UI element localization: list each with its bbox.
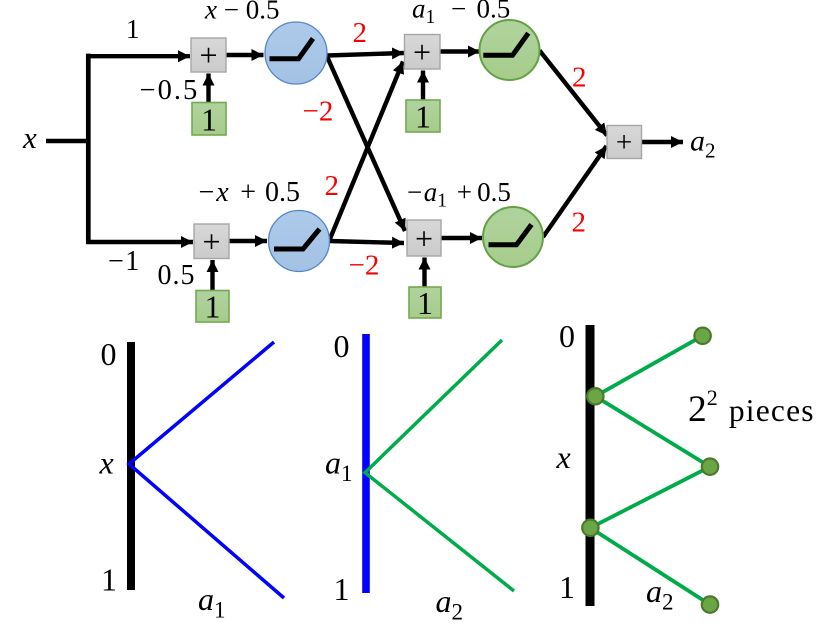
svg-text:x − 0.5: x − 0.5 [204,0,279,25]
svg-text:0: 0 [101,336,117,372]
svg-text:0.5: 0.5 [158,260,196,291]
svg-text:a1−0.5: a1−0.5 [412,0,510,28]
svg-text:1: 1 [201,102,217,138]
svg-text:+: + [202,224,220,260]
svg-text:+: + [199,37,217,73]
svg-text:a2: a2 [436,583,464,625]
svg-text:1: 1 [126,14,140,44]
svg-text:2: 2 [353,17,368,49]
svg-text:−0.5: −0.5 [140,75,200,106]
svg-text:2: 2 [572,62,587,94]
svg-text:x: x [22,120,37,155]
svg-text:a2: a2 [690,125,716,163]
svg-text:2: 2 [572,207,587,239]
svg-text:−1: −1 [108,246,141,277]
svg-text:+: + [415,221,433,257]
svg-text:0: 0 [334,328,350,364]
svg-text:1: 1 [101,562,117,598]
svg-text:a1: a1 [325,445,353,487]
svg-text:−2: −2 [303,96,334,128]
svg-text:+: + [413,34,431,70]
svg-text:−a1+0.5: −a1+0.5 [407,177,511,212]
svg-text:1: 1 [559,569,575,605]
svg-text:x: x [556,439,571,475]
svg-text:−2: −2 [349,250,380,282]
svg-text:2: 2 [325,170,340,202]
svg-text:1: 1 [205,289,221,325]
svg-text:1: 1 [417,285,433,321]
svg-text:1: 1 [415,99,431,135]
svg-text:0: 0 [559,318,575,354]
svg-text:+: + [616,127,632,159]
svg-text:a2: a2 [646,573,674,615]
svg-text:x: x [99,445,114,481]
svg-text:1: 1 [334,571,350,607]
svg-text:22 pieces: 22 pieces [688,385,815,430]
svg-text:−x+0.5: −x+0.5 [199,177,301,208]
svg-text:a1: a1 [198,581,226,623]
